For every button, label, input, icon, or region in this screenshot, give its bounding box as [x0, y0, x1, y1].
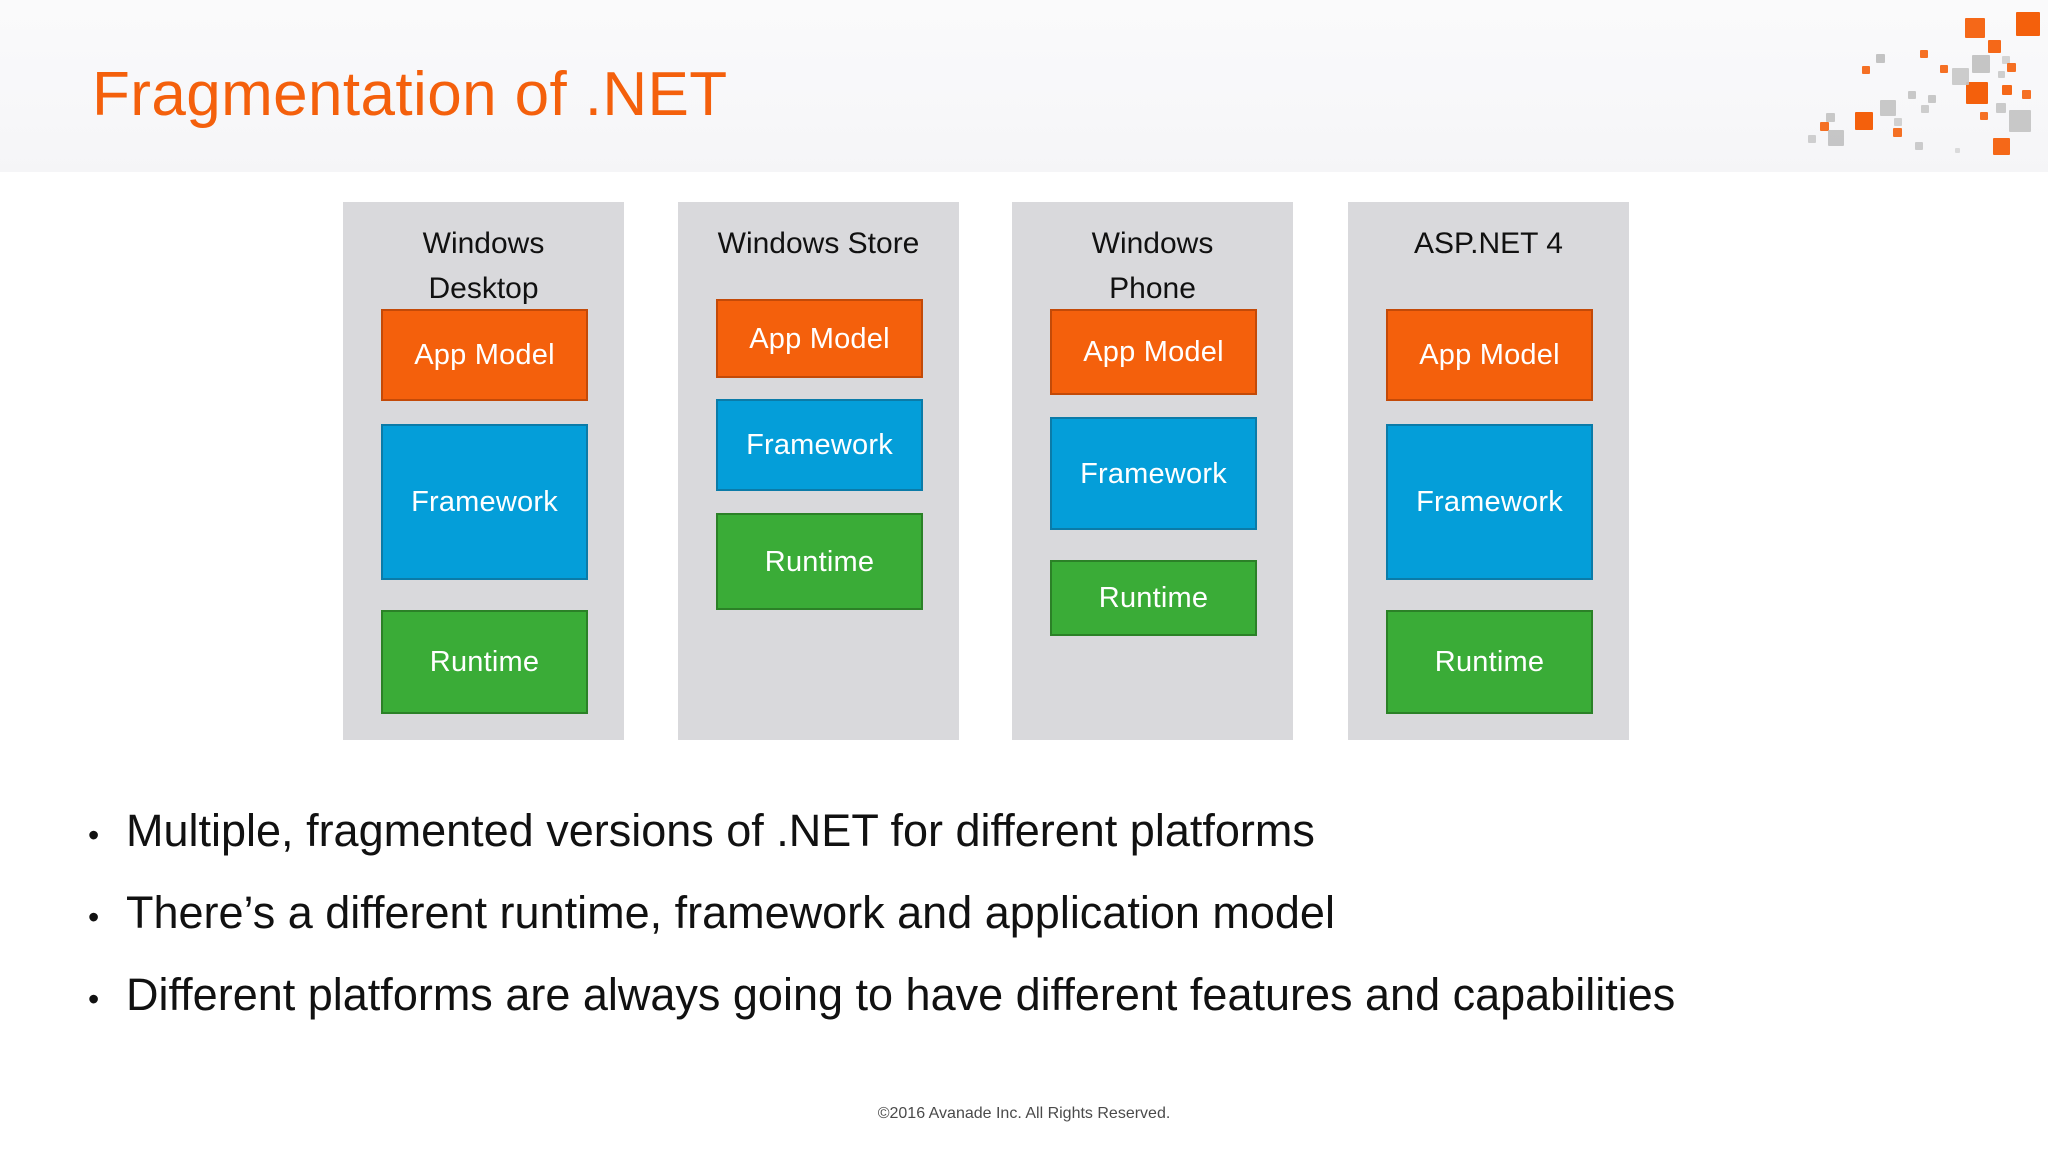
platform-column-title-line: Phone — [1109, 272, 1196, 305]
layer-box-label: Framework — [1080, 457, 1227, 490]
layer-box-label: App Model — [1419, 339, 1560, 371]
bullet-text: Different platforms are always going to … — [126, 969, 1676, 1020]
layer-box-framework: Framework — [716, 399, 923, 491]
bullet-text: There’s a different runtime, framework a… — [126, 887, 1335, 938]
platform-column-title-line: ASP.NET 4 — [1414, 227, 1563, 260]
layer-box-label: Framework — [411, 486, 558, 518]
bullet-marker-icon: • — [88, 899, 100, 935]
layer-box-runtime: Runtime — [381, 610, 588, 714]
layer-box-label: Runtime — [1434, 646, 1545, 678]
platform-column-title-line: Windows — [422, 227, 545, 260]
bullet-marker-icon: • — [88, 981, 100, 1017]
layer-box-framework: Framework — [1386, 424, 1593, 580]
layer-box-label: App Model — [414, 339, 555, 371]
layer-box-label: Framework — [1416, 486, 1563, 518]
bullet-text: Multiple, fragmented versions of .NET fo… — [126, 805, 1315, 856]
platform-column-title: Windows Store — [678, 221, 959, 266]
layer-box-runtime: Runtime — [1050, 560, 1257, 636]
platform-column-title: ASP.NET 4 — [1348, 221, 1629, 266]
platform-column-title-line: Windows — [1091, 227, 1214, 260]
bullet-marker-icon: • — [88, 817, 100, 853]
slide-header-band — [0, 0, 2048, 172]
bullet-list: • Multiple, fragmented versions of .NET f… — [88, 800, 1988, 1046]
layer-box-framework: Framework — [381, 424, 588, 580]
layer-box-framework: Framework — [1050, 417, 1257, 530]
layer-box-label: App Model — [1083, 336, 1224, 368]
layer-box-label: App Model — [749, 322, 890, 355]
layer-box-app: App Model — [1050, 309, 1257, 395]
bullet-item: • Multiple, fragmented versions of .NET f… — [88, 800, 1988, 866]
bullet-item: • Different platforms are always going to… — [88, 964, 1988, 1030]
layer-box-label: Runtime — [1098, 582, 1209, 614]
platform-column-title-line: Desktop — [428, 272, 539, 305]
layer-box-app: App Model — [716, 299, 923, 378]
bullet-item: • There’s a different runtime, framework … — [88, 882, 1988, 948]
layer-box-app: App Model — [1386, 309, 1593, 401]
footer-copyright: ©2016 Avanade Inc. All Rights Reserved. — [877, 1105, 1171, 1122]
platform-column-title-line: Windows Store — [717, 227, 920, 260]
layer-box-label: Runtime — [429, 646, 540, 678]
layer-box-label: Framework — [746, 429, 893, 461]
layer-box-runtime: Runtime — [716, 513, 923, 610]
page-title: Fragmentation of .NET — [92, 60, 728, 129]
layer-box-label: Runtime — [764, 545, 875, 578]
layer-box-runtime: Runtime — [1386, 610, 1593, 714]
layer-box-app: App Model — [381, 309, 588, 401]
